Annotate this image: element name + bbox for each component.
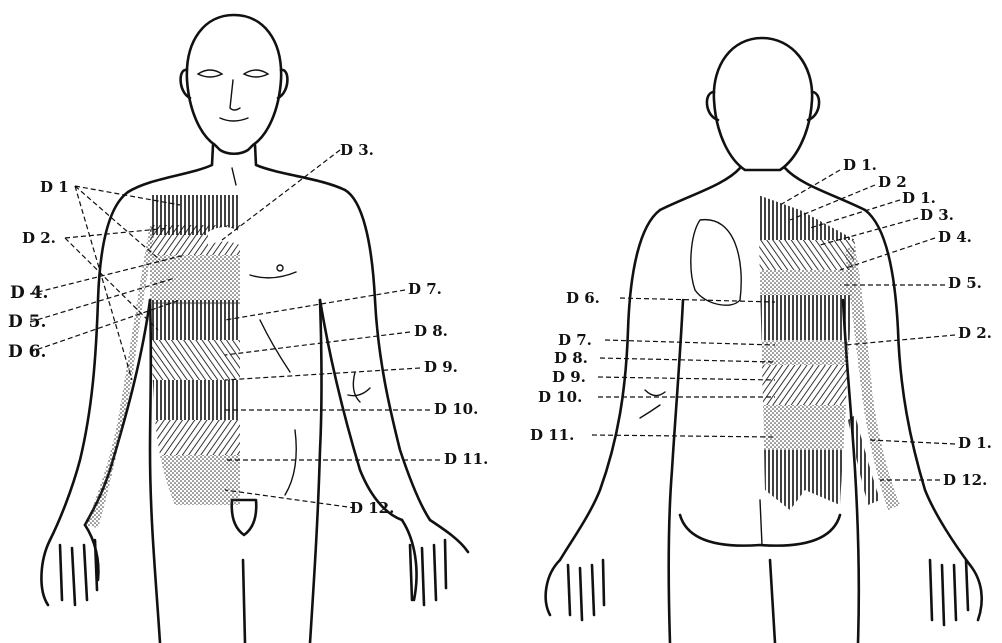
label-front-d10: D 10.	[434, 400, 478, 418]
label-back-d7: D 7.	[558, 331, 592, 349]
front-figure	[41, 15, 468, 643]
label-back-d2-b: D 2.	[958, 324, 992, 342]
label-back-d10: D 10.	[538, 388, 582, 406]
label-front-d3: D 3.	[340, 141, 374, 159]
label-front-d7: D 7.	[408, 280, 442, 298]
label-front-d6: D 6.	[8, 342, 46, 362]
label-back-d8: D 8.	[554, 349, 588, 367]
label-back-d4: D 4.	[938, 228, 972, 246]
back-figure	[546, 38, 982, 643]
label-front-d4: D 4.	[10, 283, 48, 303]
label-back-d6: D 6.	[566, 289, 600, 307]
label-back-d1-c: D 1.	[958, 434, 992, 452]
label-back-d3: D 3.	[920, 206, 954, 224]
label-front-d1: D 1	[40, 178, 69, 196]
label-front-d12: D 12.	[350, 499, 394, 517]
label-front-d9: D 9.	[424, 358, 458, 376]
label-front-d2: D 2.	[22, 229, 56, 247]
label-front-d8: D 8.	[414, 322, 448, 340]
label-back-d1-a: D 1.	[843, 156, 877, 174]
label-back-d11: D 11.	[530, 426, 574, 444]
label-back-d9: D 9.	[552, 368, 586, 386]
label-front-d11: D 11.	[444, 450, 488, 468]
label-front-d5: D 5.	[8, 312, 46, 332]
label-back-d1-b: D 1.	[902, 189, 936, 207]
label-back-d5: D 5.	[948, 274, 982, 292]
label-back-d12: D 12.	[943, 471, 987, 489]
